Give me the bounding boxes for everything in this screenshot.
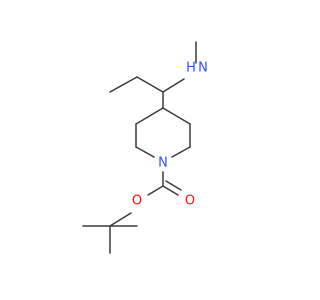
bond-ring-c5-c4: [135, 107, 164, 125]
atom-label-nh-hydrogen: H: [186, 61, 196, 76]
bond-carbonyl-c-ester-o: [147, 185, 164, 196]
bonds: [82, 41, 197, 254]
bond-carbonyl-double-1: [162, 185, 179, 196]
bond-carbonyl-double-2: [165, 180, 182, 191]
atom-label-nh-nitrogen: N: [198, 61, 208, 76]
bond-ester-o-tbu: [109, 212, 132, 227]
bond-ring-c2-n1: [171, 146, 191, 158]
bond-ethyl-ch2-ch: [136, 76, 164, 93]
bond-ethyl-ch3-ch2: [109, 76, 138, 93]
atom-labels: H N N O O: [132, 61, 208, 209]
bond-ring-n1-c6: [135, 146, 155, 158]
atom-label-carbonyl-oxygen: O: [185, 194, 195, 209]
bond-ring-c4-c3: [162, 107, 191, 125]
atom-label-ring-nitrogen: N: [158, 156, 168, 171]
molecule-structure-diagram: H N N O O: [82, 41, 208, 254]
bond-ch-nh: [162, 78, 185, 93]
atom-label-ester-oxygen: O: [132, 194, 142, 209]
